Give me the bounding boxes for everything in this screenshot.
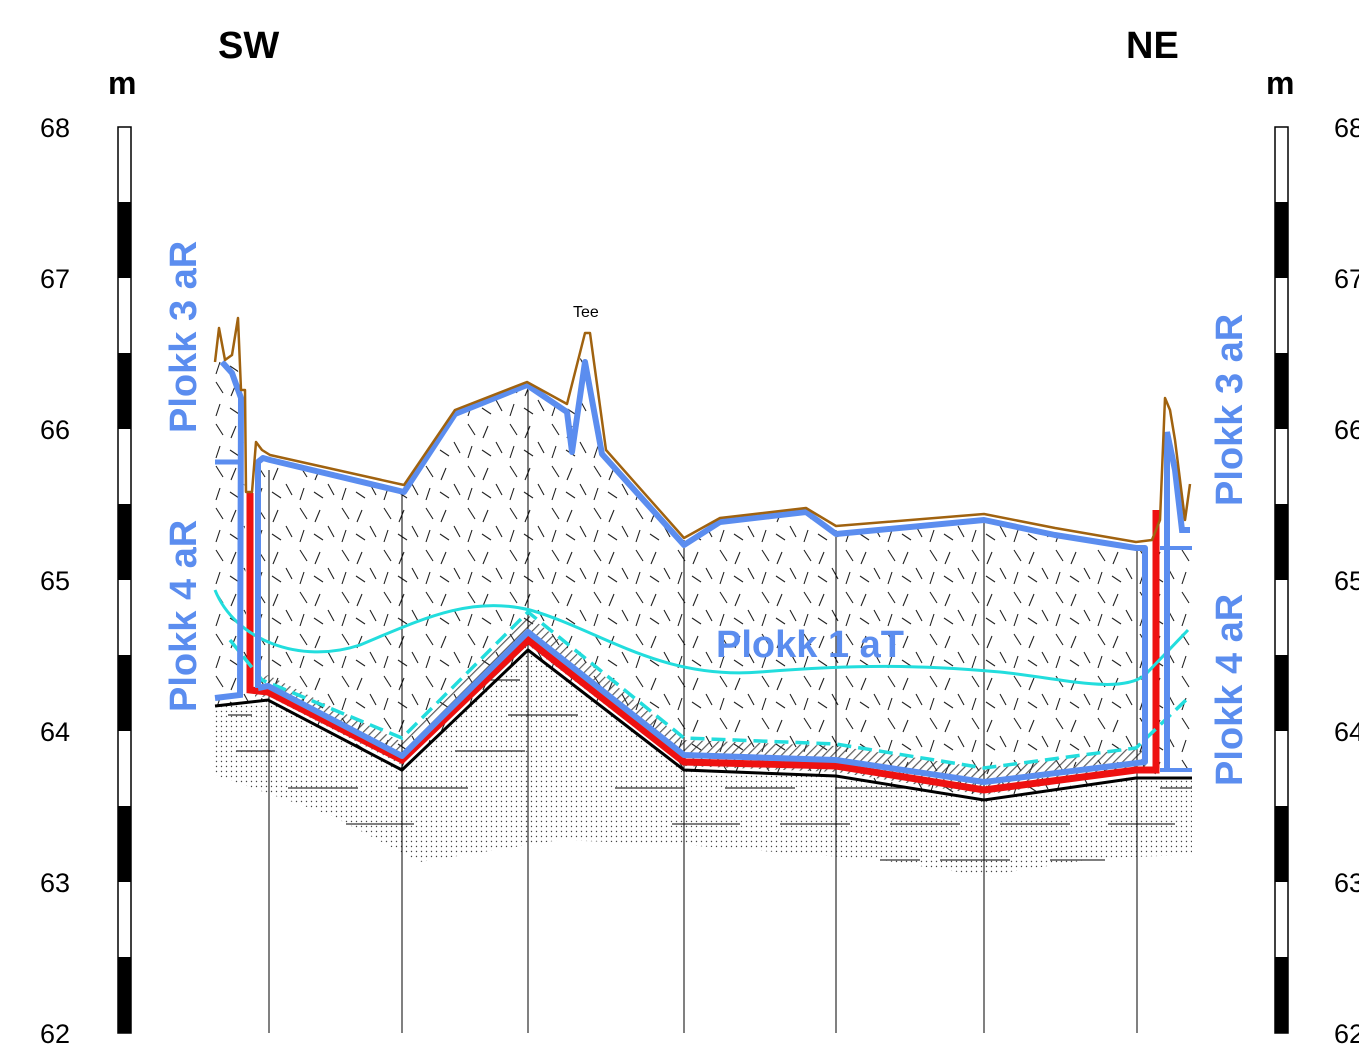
block-label-right-upper: Plokk 3 aR [1209, 314, 1251, 506]
right-tick-63: 63 [1334, 868, 1359, 898]
base-black-line [214, 648, 1192, 802]
block-label-left-lower: Plokk 4 aR [163, 520, 205, 712]
red-layer-line [246, 493, 1160, 794]
blue-excavation-main [255, 359, 1148, 785]
left-unit-label: m [108, 65, 136, 101]
right-tick-68: 68 [1334, 113, 1359, 143]
lower-dotted-layer [215, 650, 1192, 876]
left-tick-63: 63 [40, 868, 70, 898]
block-label-right-lower: Plokk 4 aR [1209, 594, 1251, 786]
left-tick-68: 68 [40, 113, 70, 143]
left-tick-62: 62 [40, 1019, 70, 1045]
blue-excavation-outline [214, 359, 245, 701]
left-elevation-scale: m 68 67 66 65 64 63 62 [40, 65, 136, 1045]
cyan-wavy-line [213, 589, 1190, 686]
soil-surface-line [213, 316, 1192, 544]
right-tick-67: 67 [1334, 264, 1359, 294]
right-elevation-scale: m 68 67 66 65 64 63 62 [1266, 65, 1359, 1045]
ne-label: NE [1126, 25, 1179, 67]
right-unit-label: m [1266, 65, 1294, 101]
block-label-left-upper: Plokk 3 aR [163, 241, 205, 433]
right-tick-65: 65 [1334, 566, 1359, 596]
tee-label: Tee [573, 304, 599, 321]
fill-layer-pattern-main [258, 340, 1146, 775]
right-tick-64: 64 [1334, 717, 1359, 747]
right-tick-62: 62 [1334, 1019, 1359, 1045]
sw-label: SW [218, 25, 279, 67]
right-tick-66: 66 [1334, 415, 1359, 445]
left-tick-67: 67 [40, 264, 70, 294]
block-label-center: Plokk 1 aT [716, 624, 904, 666]
left-tick-65: 65 [40, 566, 70, 596]
blue-excavation-right [1164, 431, 1190, 770]
left-tick-64: 64 [40, 717, 70, 747]
left-tick-66: 66 [40, 415, 70, 445]
